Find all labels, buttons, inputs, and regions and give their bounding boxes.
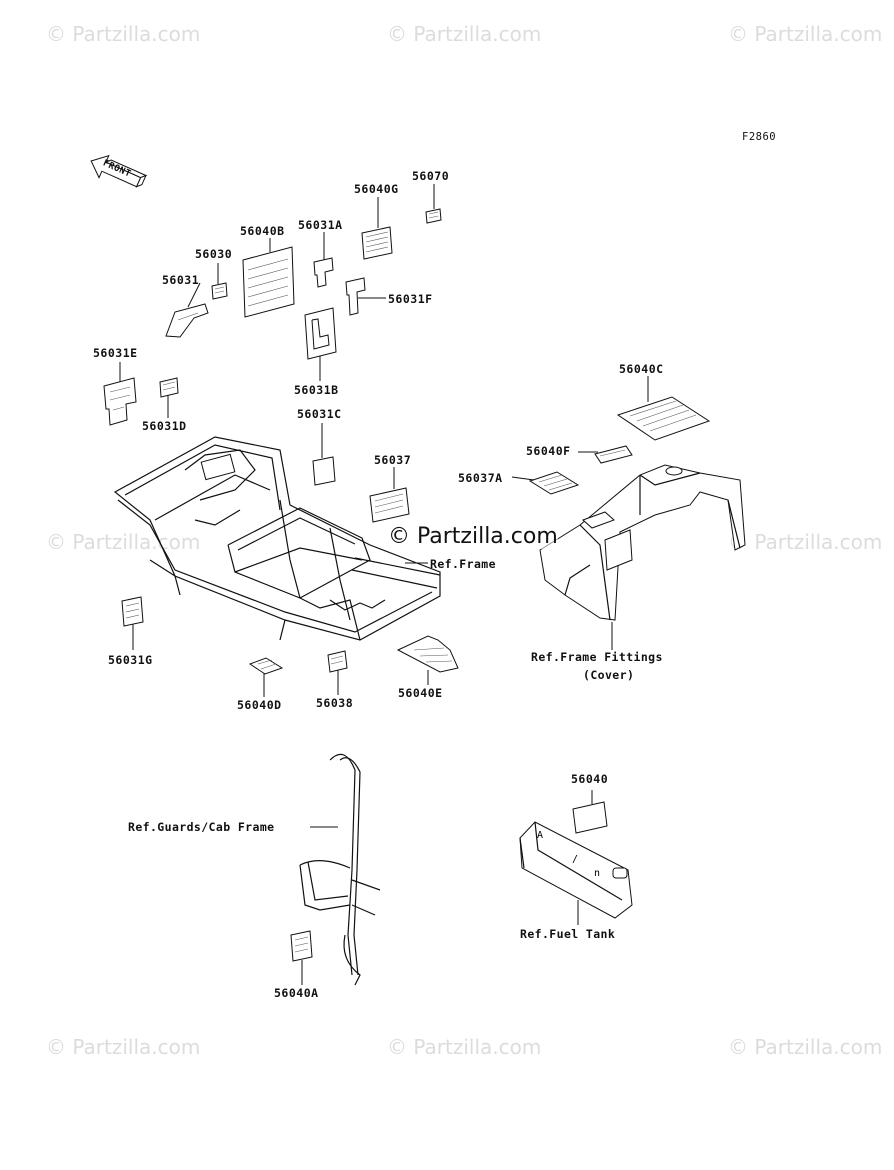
part-label-56037[interactable]: 56037 — [374, 453, 412, 467]
part-label-56040C[interactable]: 56040C — [619, 362, 664, 376]
decal-56031G — [121, 596, 144, 650]
watermark: © Partzilla.com — [46, 22, 201, 46]
ref-frame-fittings-label[interactable]: Ref.Frame Fittings — [531, 650, 663, 664]
part-label-56040B[interactable]: 56040B — [240, 224, 285, 238]
decal-56070 — [425, 184, 442, 224]
part-label-56031B[interactable]: 56031B — [294, 383, 339, 397]
decal-56030 — [211, 263, 228, 300]
part-label-56040D[interactable]: 56040D — [237, 698, 282, 712]
svg-text:/: / — [572, 854, 578, 865]
part-label-56038[interactable]: 56038 — [316, 696, 354, 710]
decal-56031C — [312, 423, 336, 486]
center-watermark: © Partzilla.com — [388, 524, 558, 549]
part-label-56031G[interactable]: 56031G — [108, 653, 153, 667]
frame-drawing — [113, 436, 441, 641]
decal-56040C — [616, 376, 711, 441]
part-label-56040F[interactable]: 56040F — [526, 444, 571, 458]
ref-frame-label[interactable]: Ref.Frame — [430, 557, 496, 571]
decal-56038 — [327, 650, 348, 695]
part-label-56031C[interactable]: 56031C — [297, 407, 342, 421]
figure-code: F2860 — [742, 131, 777, 143]
watermark: © Partzilla.com — [387, 22, 542, 46]
decal-56031D — [159, 377, 179, 418]
decal-56037A — [511, 471, 580, 495]
decal-56037 — [369, 467, 410, 523]
cover-drawing — [539, 464, 746, 650]
part-label-56030[interactable]: 56030 — [195, 247, 233, 261]
decal-56040 — [572, 790, 608, 834]
decal-56031A — [313, 232, 334, 288]
ref-guards-label[interactable]: Ref.Guards/Cab Frame — [128, 820, 275, 834]
decal-56040B — [242, 238, 295, 318]
svg-text:A: A — [537, 830, 543, 841]
part-label-56031[interactable]: 56031 — [162, 273, 200, 287]
part-label-56040[interactable]: 56040 — [571, 772, 609, 786]
decal-56040E — [396, 635, 459, 685]
part-label-56040G[interactable]: 56040G — [354, 182, 399, 196]
part-label-56040E[interactable]: 56040E — [398, 686, 443, 700]
guards-drawing — [299, 753, 381, 986]
watermark: © Partzilla.com — [728, 1035, 883, 1059]
watermark: © Partzilla.com — [728, 530, 883, 554]
part-label-56070[interactable]: 56070 — [412, 169, 450, 183]
ref-fuel-tank-label[interactable]: Ref.Fuel Tank — [520, 927, 616, 941]
ref-cover-label: (Cover) — [583, 668, 635, 682]
part-label-56031E[interactable]: 56031E — [93, 346, 138, 360]
decal-56040A — [290, 930, 313, 985]
decal-56040F — [578, 445, 633, 464]
svg-text:n: n — [594, 868, 600, 879]
part-label-56037A[interactable]: 56037A — [458, 471, 503, 485]
decal-56040G — [361, 197, 393, 260]
part-label-56031D[interactable]: 56031D — [142, 419, 187, 433]
decal-56031F — [345, 277, 386, 316]
decal-56031E — [103, 362, 137, 426]
watermark: © Partzilla.com — [46, 1035, 201, 1059]
part-label-56040A[interactable]: 56040A — [274, 986, 319, 1000]
part-label-56031A[interactable]: 56031A — [298, 218, 343, 232]
decal-56040D — [248, 657, 284, 697]
watermark: © Partzilla.com — [46, 530, 201, 554]
fuel-tank-drawing: A / n — [519, 821, 633, 925]
decal-56031B — [304, 307, 337, 381]
decal-56031 — [165, 282, 209, 338]
watermark: © Partzilla.com — [387, 1035, 542, 1059]
front-arrow-icon — [90, 154, 148, 188]
part-label-56031F[interactable]: 56031F — [388, 292, 433, 306]
watermark: © Partzilla.com — [728, 22, 883, 46]
